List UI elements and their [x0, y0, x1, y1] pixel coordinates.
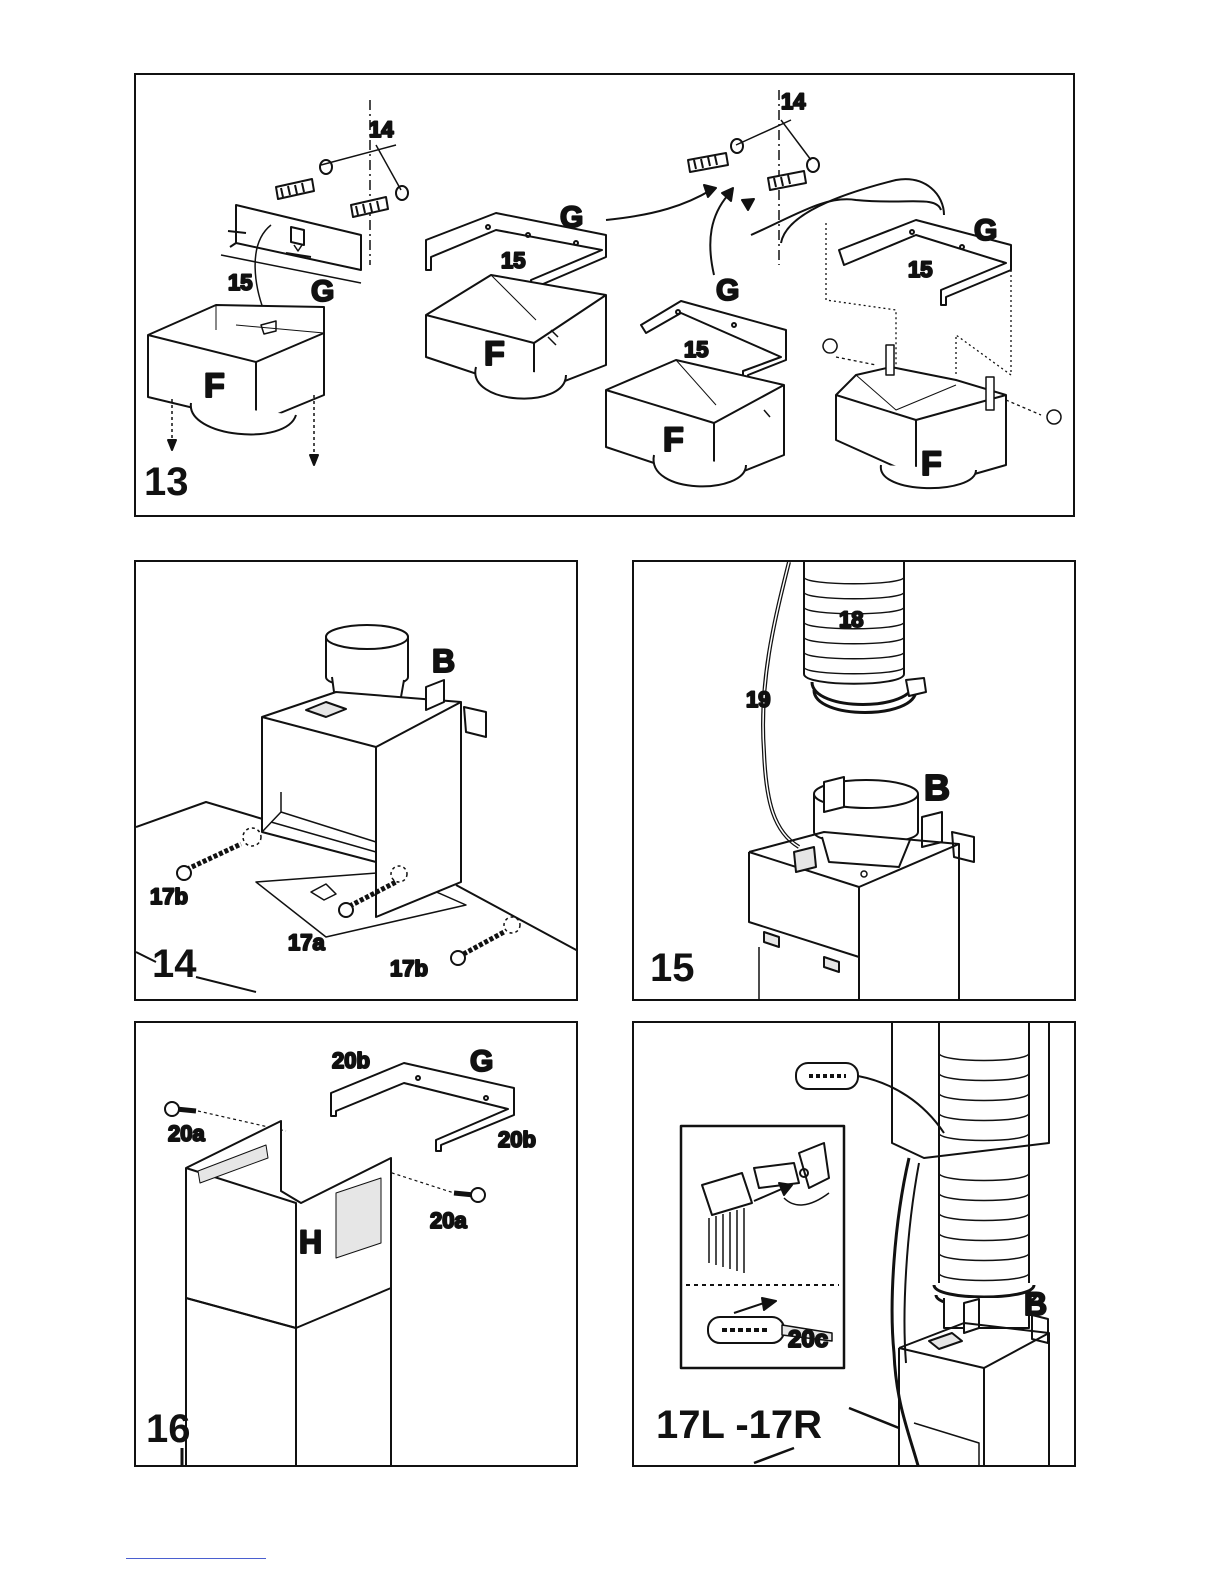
label-h: H: [299, 1224, 322, 1260]
label-f-b: F: [484, 335, 505, 373]
label-15-a: 15: [228, 270, 252, 295]
label-f-a: F: [204, 367, 225, 405]
step-number-17l-17r: 17L -17R: [656, 1403, 822, 1448]
label-18: 18: [839, 607, 863, 632]
label-15-d: 15: [908, 257, 932, 282]
assembly-1: [148, 100, 408, 465]
label-14-a: 14: [369, 117, 394, 142]
step-14-illustration: B 17b 17a 17b: [136, 562, 578, 1001]
label-15-c: 15: [684, 337, 708, 362]
label-20a-left: 20a: [168, 1121, 205, 1146]
label-g-a: G: [311, 275, 334, 308]
label-15-b: 15: [501, 248, 525, 273]
label-17b-left: 17b: [150, 884, 188, 909]
label-g-c: G: [716, 274, 739, 307]
panel-step-13: 14 15 G F G 15 F G 15 F 14 G 15 F 13: [134, 73, 1075, 517]
step-13-illustration: 14 15 G F G 15 F G 15 F 14 G 15 F: [136, 75, 1075, 517]
label-17b-right: 17b: [390, 956, 428, 981]
step-number-15: 15: [650, 946, 695, 991]
label-17a: 17a: [288, 930, 325, 955]
step-number-14: 14: [152, 942, 197, 987]
panel-step-16: 20b G 20b 20a 20a H 16: [134, 1021, 578, 1467]
label-b: B: [924, 767, 950, 808]
label-b: B: [1024, 1286, 1047, 1322]
step-17-illustration: B 20c: [634, 1023, 1076, 1467]
step-number-16: 16: [146, 1407, 191, 1452]
label-b: B: [432, 643, 455, 679]
label-19: 19: [746, 687, 770, 712]
label-20b-right: 20b: [498, 1127, 536, 1152]
step-15-illustration: 18 19 B: [634, 562, 1076, 1001]
footer-rule: [126, 1558, 266, 1559]
label-g-d: G: [974, 214, 997, 247]
label-f-c: F: [663, 421, 684, 459]
label-g: G: [470, 1045, 493, 1078]
label-20a-right: 20a: [430, 1208, 467, 1233]
label-14-b: 14: [781, 89, 806, 114]
label-f-d: F: [921, 445, 942, 483]
label-g-b: G: [560, 201, 583, 234]
panel-step-14: B 17b 17a 17b 14: [134, 560, 578, 1001]
step-16-illustration: 20b G 20b 20a 20a H: [136, 1023, 578, 1467]
label-20b-top: 20b: [332, 1048, 370, 1073]
label-20c: 20c: [788, 1326, 828, 1353]
panel-step-15: 18 19 B 15: [632, 560, 1076, 1001]
step-number-13: 13: [144, 460, 189, 505]
panel-step-17: B 20c 17L -17R: [632, 1021, 1076, 1467]
